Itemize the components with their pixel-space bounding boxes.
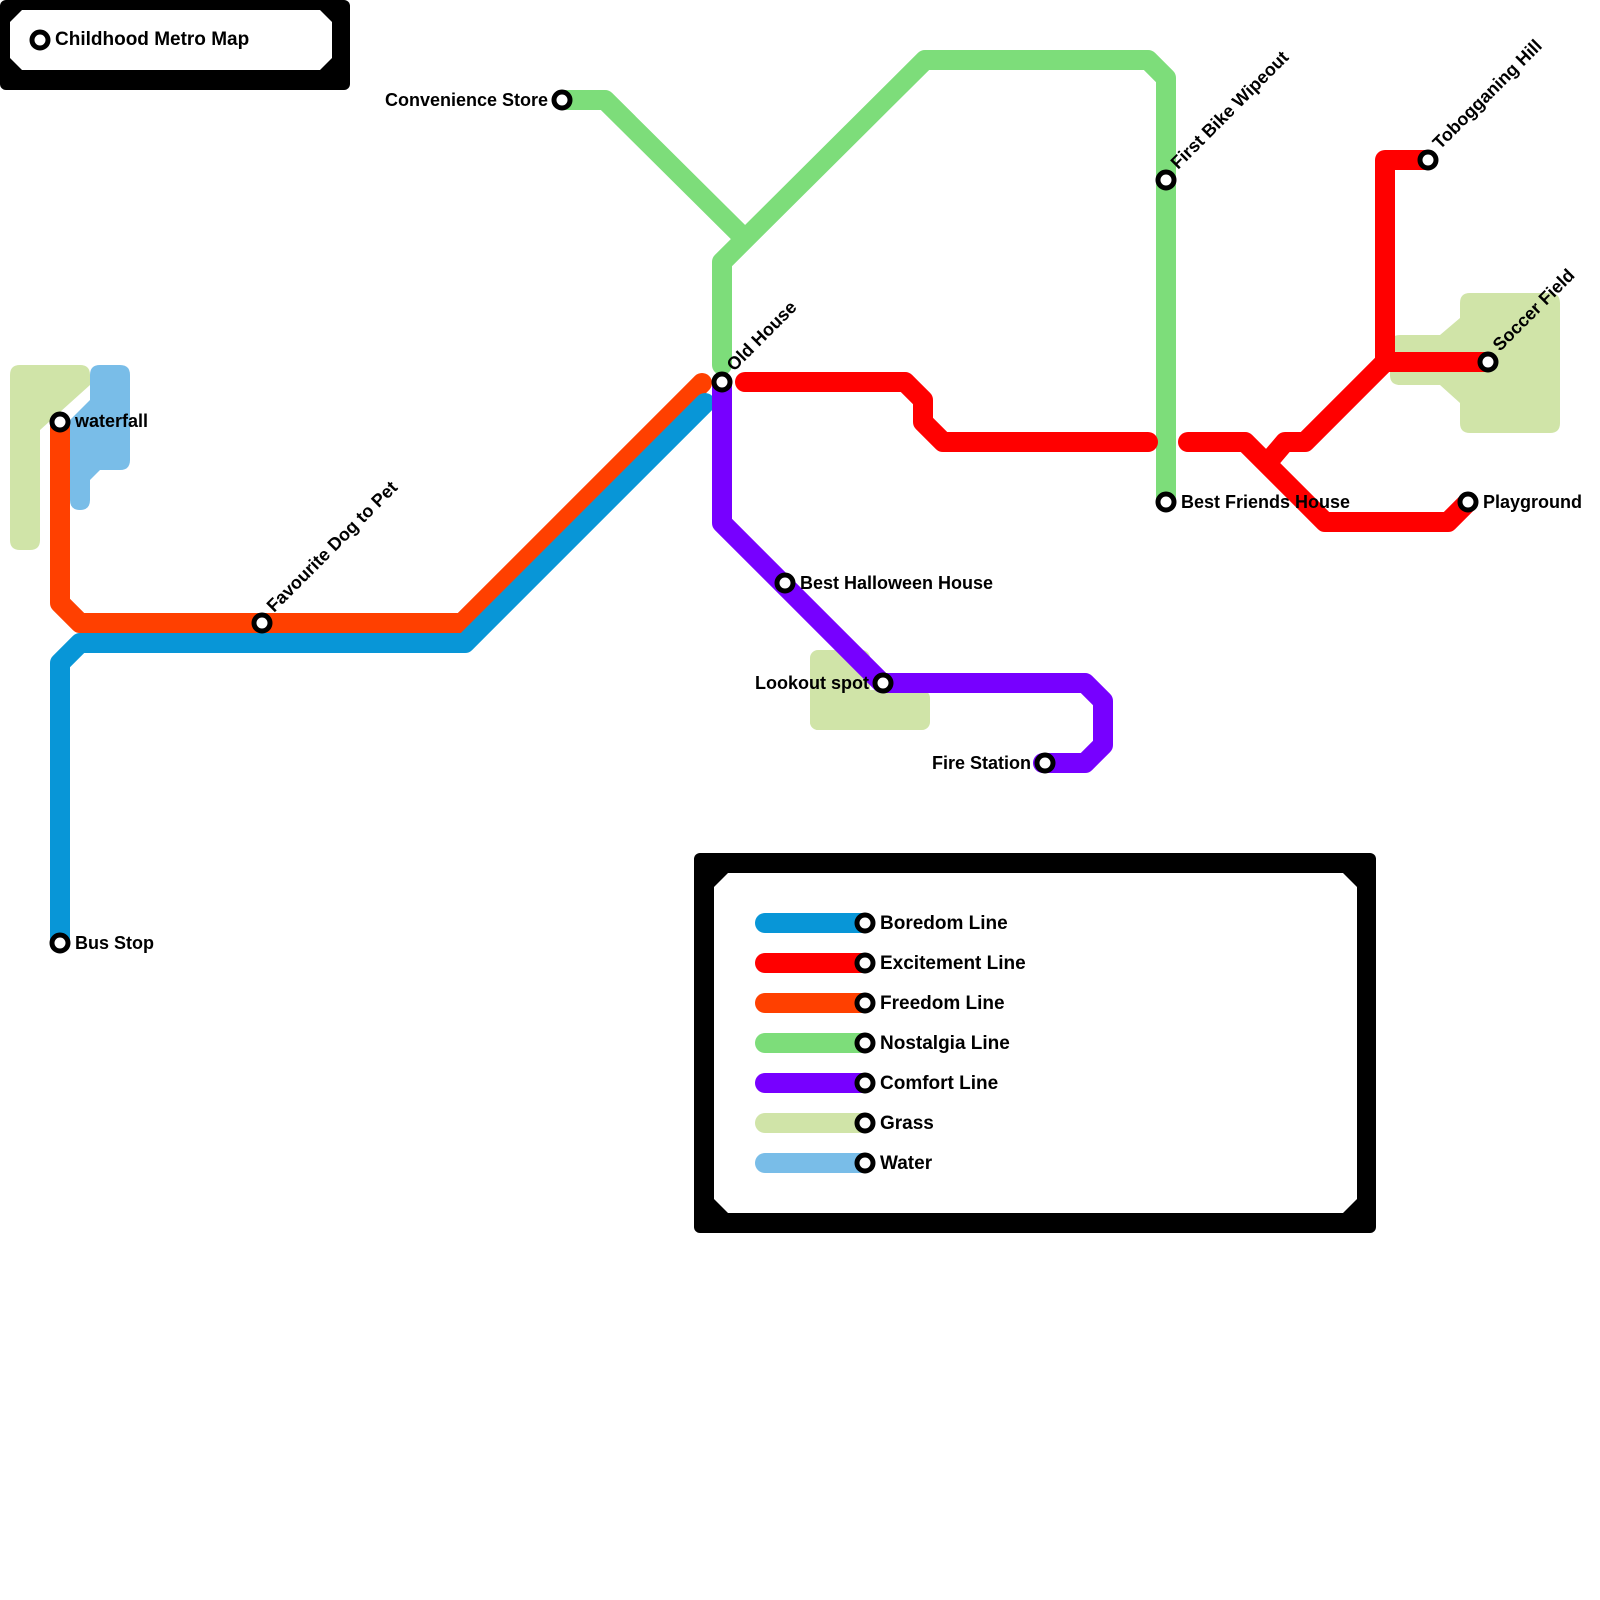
comfort-line[interactable] — [712, 372, 1113, 773]
grass-areas — [10, 293, 1560, 730]
legend-station-icon — [854, 952, 876, 974]
station-label: First Bike Wipeout — [1167, 47, 1293, 173]
excitement-line-toboggan[interactable] — [1375, 150, 1435, 372]
station-best-friends-house[interactable]: Best Friends House — [1155, 491, 1350, 513]
title-box: Childhood Metro Map — [0, 0, 350, 90]
metro-lines — [50, 50, 1495, 953]
station-favourite-dog[interactable]: Favourite Dog to Pet — [251, 477, 402, 634]
legend-item: Excitement Line — [755, 952, 1026, 974]
station-fire-station[interactable]: Fire Station — [932, 752, 1056, 774]
legend-station-icon — [854, 912, 876, 934]
excitement-line-branch[interactable] — [1258, 352, 1495, 472]
legend-station-icon — [854, 1032, 876, 1054]
station-label: Lookout spot — [755, 673, 869, 693]
station-label: Favourite Dog to Pet — [263, 477, 402, 616]
legend-label: Comfort Line — [880, 1073, 998, 1094]
grass-area-lookout-2 — [810, 690, 930, 730]
station-label: Best Friends House — [1181, 492, 1350, 512]
legend-item: Comfort Line — [755, 1072, 998, 1094]
station-first-bike-wipeout[interactable]: First Bike Wipeout — [1155, 47, 1293, 191]
station-label: Best Halloween House — [800, 573, 993, 593]
legend-station-icon — [854, 1152, 876, 1174]
station-label: Fire Station — [932, 753, 1031, 773]
legend-item: Water — [755, 1152, 933, 1174]
boredom-line[interactable] — [50, 393, 715, 953]
legend-item: Freedom Line — [755, 992, 1005, 1014]
station-playground[interactable]: Playground — [1457, 491, 1582, 513]
title-station-icon — [29, 29, 51, 51]
station-label: Old House — [723, 297, 801, 375]
station-bus-stop[interactable]: Bus Stop — [49, 932, 154, 954]
legend-station-icon — [854, 1112, 876, 1134]
legend-label: Nostalgia Line — [880, 1033, 1010, 1054]
legend-label: Boredom Line — [880, 913, 1008, 934]
station-waterfall[interactable]: waterfall — [49, 411, 148, 433]
station-label: waterfall — [74, 411, 148, 431]
map-title: Childhood Metro Map — [55, 29, 249, 50]
station-label: Convenience Store — [385, 90, 548, 110]
legend-label: Water — [880, 1153, 933, 1174]
legend-item: Grass — [755, 1112, 934, 1134]
legend-station-icon — [854, 992, 876, 1014]
excitement-line-east[interactable] — [1178, 432, 1477, 532]
legend-station-icon — [854, 1072, 876, 1094]
nostalgia-line-main[interactable] — [712, 50, 1176, 512]
water-area — [70, 365, 130, 510]
legend-label: Freedom Line — [880, 993, 1005, 1014]
station-lookout-spot[interactable]: Lookout spot — [755, 672, 894, 694]
legend-label: Grass — [880, 1113, 934, 1134]
freedom-line[interactable] — [50, 373, 712, 633]
station-label: Playground — [1483, 492, 1582, 512]
station-tobogganing-hill[interactable]: Tobogganing Hill — [1417, 36, 1546, 171]
legend-label: Excitement Line — [880, 953, 1026, 974]
station-convenience-store[interactable]: Convenience Store — [385, 89, 573, 111]
legend-item: Nostalgia Line — [755, 1032, 1010, 1054]
legend-item: Boredom Line — [755, 912, 1008, 934]
grass-area-waterfall — [10, 365, 90, 550]
station-label: Bus Stop — [75, 933, 154, 953]
excitement-line-west[interactable] — [735, 372, 1158, 452]
nostalgia-line[interactable] — [555, 90, 753, 247]
station-label: Tobogganing Hill — [1429, 36, 1546, 153]
station-best-halloween-house[interactable]: Best Halloween House — [774, 572, 993, 594]
